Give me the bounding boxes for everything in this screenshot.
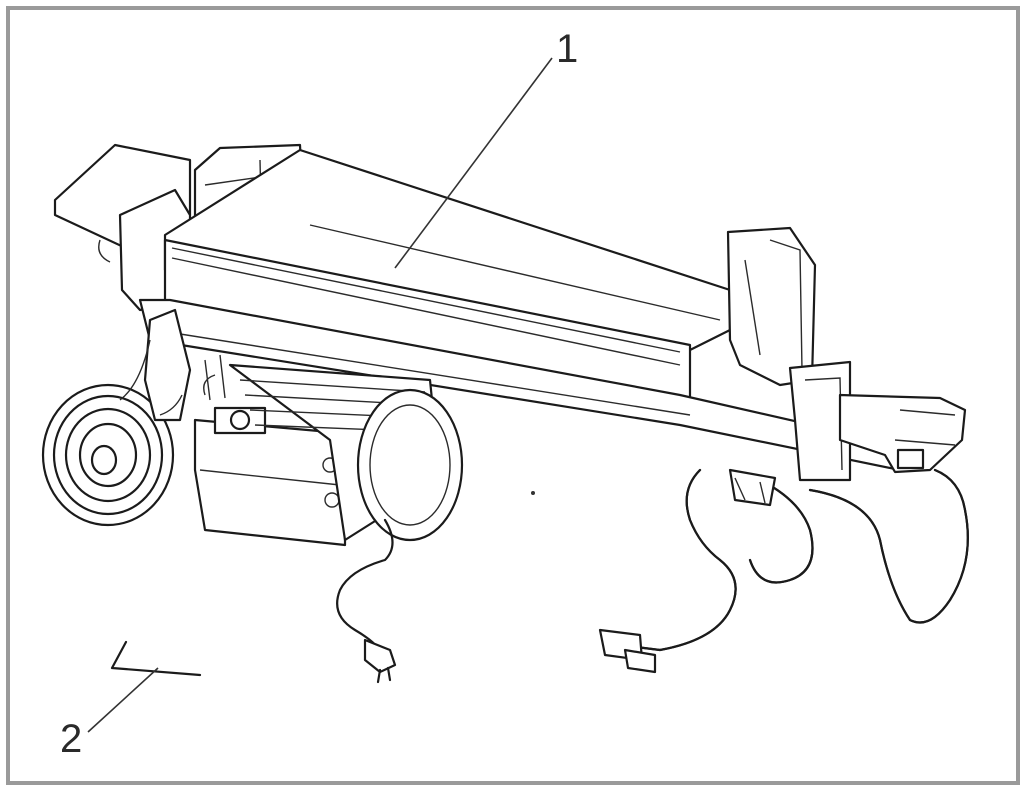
wheel (41, 383, 175, 527)
callout-2: 2 (60, 667, 159, 761)
support-frame (598, 468, 969, 674)
power-cord (336, 518, 394, 650)
motor-end-cap (356, 388, 464, 542)
hex-key (110, 640, 202, 677)
callout-label-1: 1 (556, 27, 578, 71)
log-splitter (41, 143, 969, 684)
cylinder-end (838, 393, 967, 474)
callout-1: 1 (394, 27, 578, 269)
callout-label-2: 2 (60, 717, 82, 761)
